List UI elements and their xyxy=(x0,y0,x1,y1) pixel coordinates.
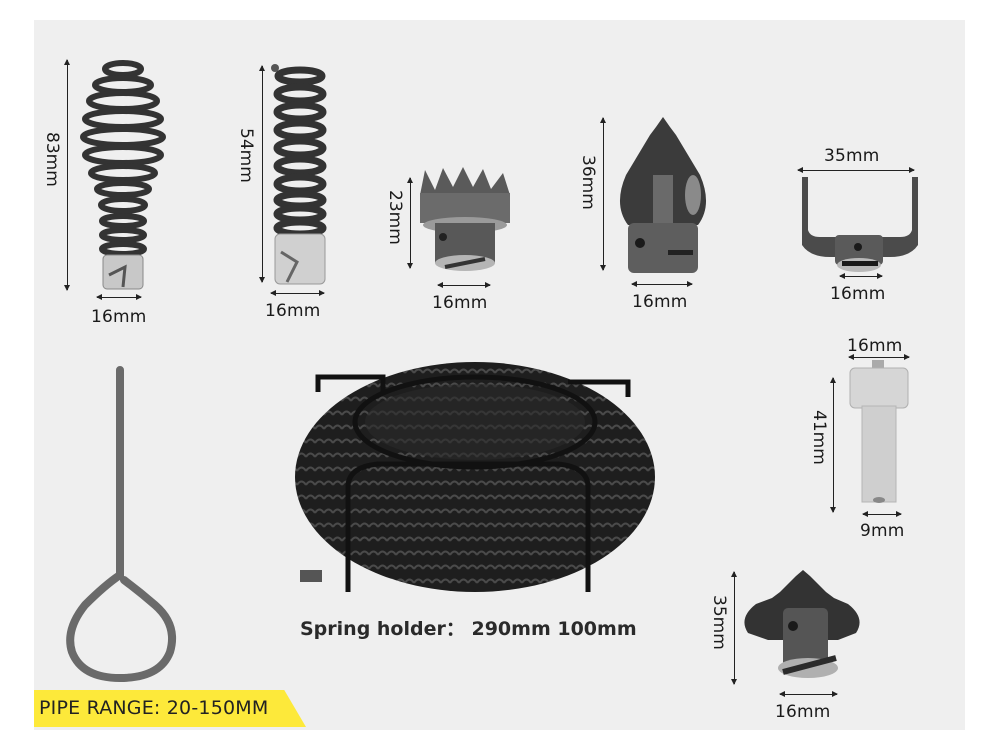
width-dimension-line xyxy=(779,691,838,697)
spring-holder-label: Spring holder： xyxy=(300,618,465,640)
width-dimension-line xyxy=(270,290,325,296)
height-dimension-line xyxy=(731,571,737,685)
spring-coil-image xyxy=(288,352,663,602)
bottom-width-label: 9mm xyxy=(860,521,905,541)
height-dimension-line xyxy=(64,59,70,291)
crown-cutter-head-image xyxy=(415,165,515,280)
width-dimension-line xyxy=(839,273,883,279)
width-label: 16mm xyxy=(632,292,688,312)
u-cutter-icon xyxy=(802,177,918,272)
width-dimension-line xyxy=(437,282,491,288)
heart-cutter-icon xyxy=(744,570,860,678)
height-dimension-line xyxy=(600,117,606,271)
spade-cutter-icon xyxy=(619,117,707,273)
width-dimension-line xyxy=(96,294,142,300)
width-dimension-line xyxy=(631,281,693,287)
height-label: 36mm xyxy=(578,155,598,210)
height-label: 41mm xyxy=(809,410,829,465)
width-label: 16mm xyxy=(432,293,488,313)
straight-spring-head-image xyxy=(265,62,335,287)
pipe-range-text: PIPE RANGE: 20-150MM xyxy=(39,697,269,719)
bulb-spring-head-image xyxy=(75,55,175,295)
top-width-label: 35mm xyxy=(824,146,880,166)
crown-cutter-icon xyxy=(420,167,510,271)
rod-key-image xyxy=(60,360,185,685)
top-width-label: 16mm xyxy=(847,336,903,356)
pipe-range-banner: PIPE RANGE: 20-150MM xyxy=(34,690,306,727)
u-cutter-head-image xyxy=(800,175,920,275)
width-label: 16mm xyxy=(91,307,147,327)
top-width-dimension-line xyxy=(848,354,910,360)
spring-holder-caption: Spring holder： 290mm 100mm xyxy=(300,614,637,641)
bulb-spring-icon xyxy=(80,60,166,290)
straight-spring-icon xyxy=(271,64,327,285)
height-label: 35mm xyxy=(709,595,729,650)
width-label: 16mm xyxy=(830,284,886,304)
height-dimension-line xyxy=(407,177,413,269)
bottom-width-dimension-line xyxy=(862,511,902,517)
rod-key-icon xyxy=(66,366,177,683)
width-label: 16mm xyxy=(775,702,831,722)
height-dimension-line xyxy=(259,65,265,283)
top-width-dimension-line xyxy=(797,167,915,173)
width-label: 16mm xyxy=(265,301,321,321)
height-label: 83mm xyxy=(42,132,62,187)
height-dimension-line xyxy=(830,377,836,513)
adapter-pin-icon xyxy=(849,360,909,503)
spring-holder-value: 290mm 100mm xyxy=(471,618,637,640)
height-label: 23mm xyxy=(385,190,405,245)
spade-cutter-head-image xyxy=(608,115,718,280)
adapter-pin-image xyxy=(848,360,913,510)
heart-cutter-head-image xyxy=(738,568,868,688)
height-label: 54mm xyxy=(236,128,256,183)
spring-coil-icon xyxy=(295,362,655,592)
